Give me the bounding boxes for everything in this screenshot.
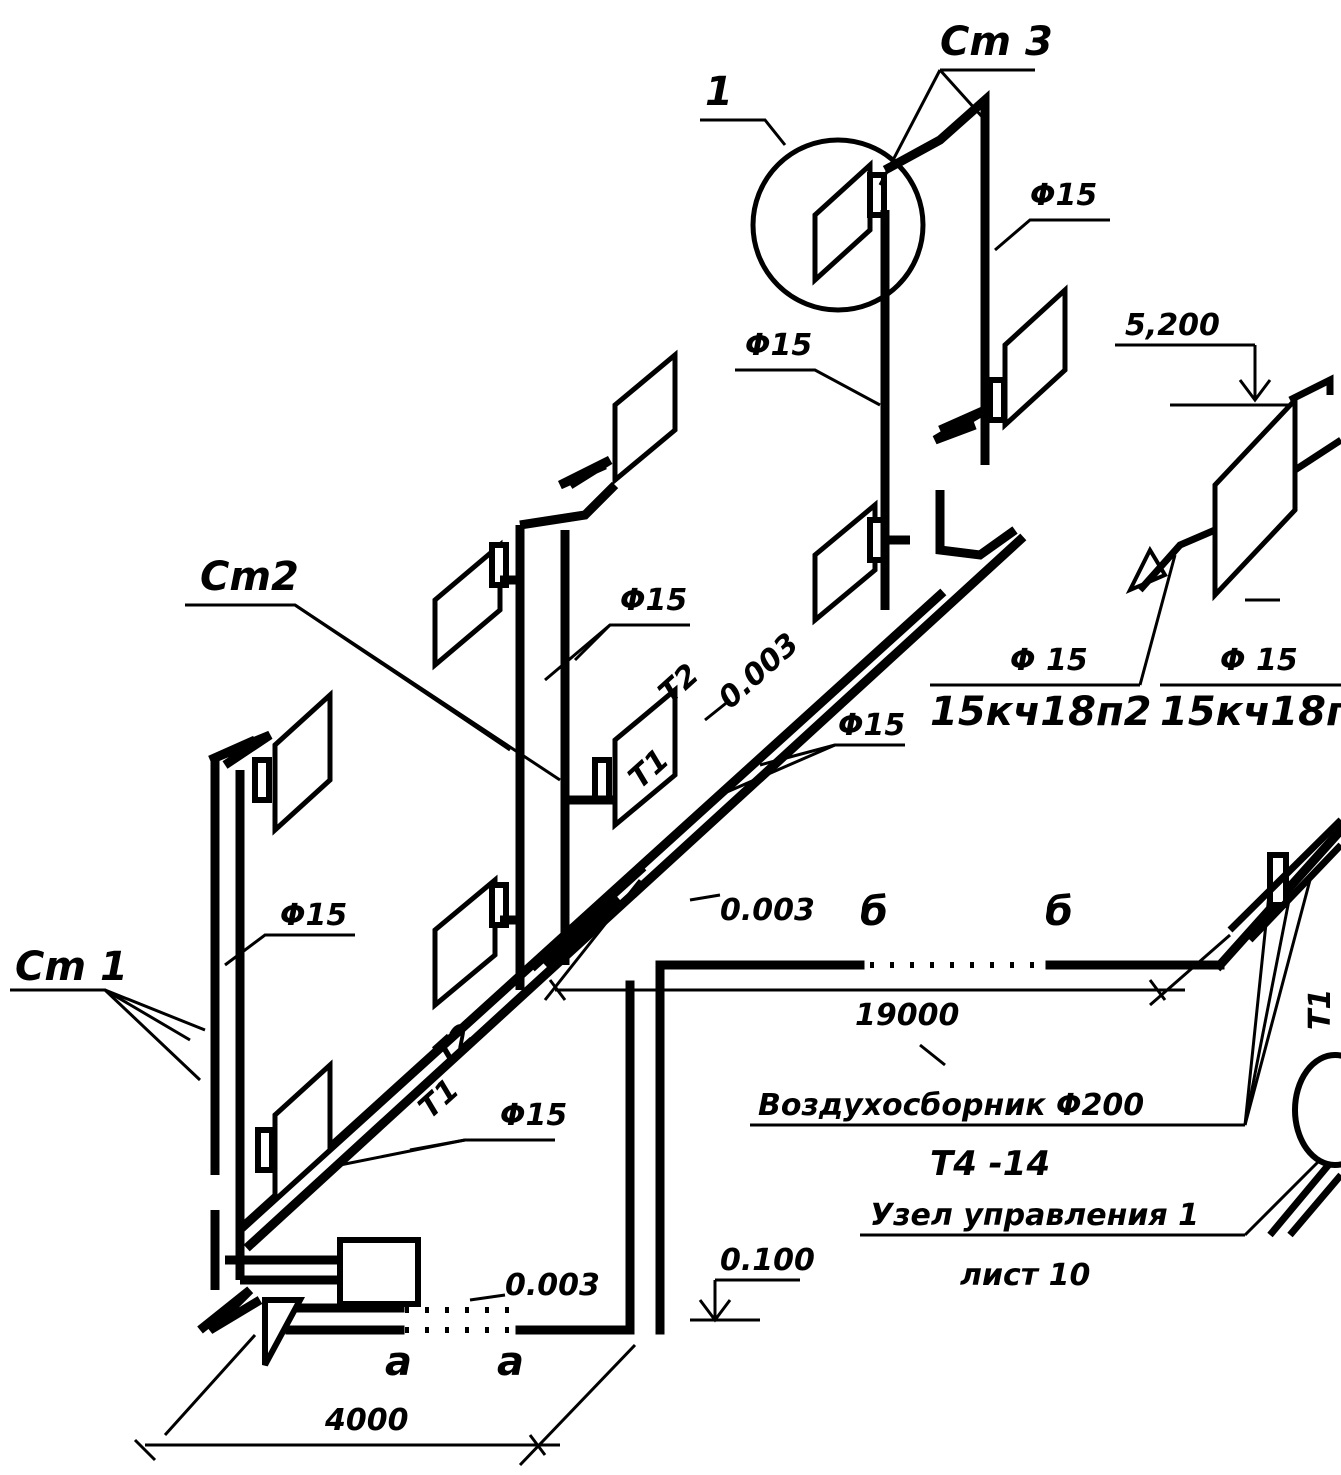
radiators bbox=[272, 159, 1298, 1206]
label-air-collector: Воздухосборник Φ200 bbox=[758, 1088, 1144, 1123]
label-slope: 0.003 bbox=[712, 626, 806, 716]
detail-callout-circle bbox=[750, 137, 926, 313]
label-st1: Cm 1 bbox=[15, 944, 128, 990]
radiator bbox=[432, 539, 503, 671]
label-st3: Cm 3 bbox=[940, 19, 1053, 65]
pump-box bbox=[337, 1237, 421, 1307]
label-dimension-4000: 4000 bbox=[324, 1403, 409, 1438]
label-valve: 15кч18п2 bbox=[1160, 689, 1341, 735]
label-callout-1: 1 bbox=[705, 69, 733, 115]
label-pipe-t1: T1 bbox=[1303, 989, 1338, 1030]
label-elevation-5200: 5,200 bbox=[1125, 308, 1220, 343]
label-break-a: a bbox=[385, 1339, 412, 1385]
label-dimension-19000: 19000 bbox=[855, 998, 959, 1033]
radiator bbox=[432, 874, 498, 1011]
base-triangle bbox=[262, 1297, 306, 1367]
label-sheet: лист 10 bbox=[960, 1258, 1090, 1293]
label-air-collector-ref: Т4 -14 bbox=[930, 1144, 1050, 1184]
air-vessel bbox=[1292, 1052, 1341, 1168]
radiator bbox=[272, 689, 333, 836]
riser-st2 bbox=[500, 455, 623, 990]
label-diameter: Φ15 bbox=[838, 708, 905, 743]
dimension-ticks bbox=[133, 979, 1167, 1462]
radiator bbox=[1212, 393, 1298, 602]
label-diameter: Φ 15 bbox=[1010, 643, 1088, 678]
label-diameter: Φ15 bbox=[500, 1098, 567, 1133]
label-control-node: Узел управления 1 bbox=[870, 1198, 1199, 1233]
label-diameter: Φ15 bbox=[745, 328, 812, 363]
radiator bbox=[612, 349, 678, 486]
label-diameter: Φ15 bbox=[280, 898, 347, 933]
label-break-b: б bbox=[1045, 889, 1073, 935]
label-diameter: Φ15 bbox=[1030, 178, 1097, 213]
riser-st3 bbox=[880, 89, 1018, 610]
labels: Cm 3 1 Φ15 Φ15 5,200 Cm2 Φ15 Φ 15 Φ 15 1… bbox=[15, 19, 1341, 1438]
label-break-b: б bbox=[860, 889, 888, 935]
radiator bbox=[812, 499, 878, 626]
label-valve: 15кч18п2 bbox=[930, 689, 1151, 735]
label-pipe-t2: T2 bbox=[427, 1017, 481, 1071]
radiator bbox=[1002, 284, 1068, 431]
label-elevation-0100: 0.100 bbox=[720, 1243, 815, 1278]
radiator bbox=[812, 159, 873, 286]
riser-st1 bbox=[197, 730, 340, 1334]
dotted-breaks bbox=[405, 962, 1040, 1333]
label-diameter: Φ 15 bbox=[1220, 643, 1298, 678]
label-diameter: Φ15 bbox=[620, 583, 687, 618]
label-slope: 0.003 bbox=[505, 1268, 600, 1303]
label-st2: Cm2 bbox=[200, 554, 299, 600]
label-pipe-t1: T1 bbox=[412, 1072, 466, 1126]
label-break-a: a bbox=[497, 1339, 524, 1385]
label-slope: 0.003 bbox=[720, 893, 815, 928]
